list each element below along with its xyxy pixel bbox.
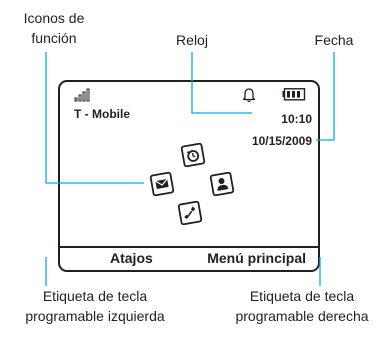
phone-screen: T - Mobile 10:10 10/15/2009	[58, 80, 320, 272]
recent-calls-icon[interactable]	[180, 142, 206, 168]
clock-label: Reloj	[176, 32, 208, 48]
alarm-bell-icon	[242, 88, 256, 103]
clock-callout-line	[191, 52, 252, 114]
date-callout-line	[316, 52, 335, 141]
messages-icon[interactable]	[149, 171, 175, 197]
phone-icon[interactable]	[177, 200, 203, 226]
left-soft-key[interactable]: Atajos	[110, 250, 153, 266]
carrier-name: T - Mobile	[74, 107, 130, 121]
date-display: 10/15/2009	[251, 134, 312, 148]
soft-key-bar: Atajos Menú principal	[60, 246, 318, 270]
feature-icons-label: Iconos de función	[23, 10, 85, 46]
left-soft-key-label: Etiqueta de tecla programable izquierda	[25, 288, 165, 324]
battery-icon	[282, 88, 306, 101]
signal-icon	[74, 88, 90, 102]
date-label: Fecha	[314, 32, 354, 48]
right-soft-key-label: Etiqueta de tecla programable derecha	[235, 288, 369, 324]
right-soft-key[interactable]: Menú principal	[207, 250, 306, 266]
clock-time: 10:10	[281, 112, 312, 126]
feature-icons-callout-line	[45, 52, 144, 184]
contacts-icon[interactable]	[209, 171, 235, 197]
